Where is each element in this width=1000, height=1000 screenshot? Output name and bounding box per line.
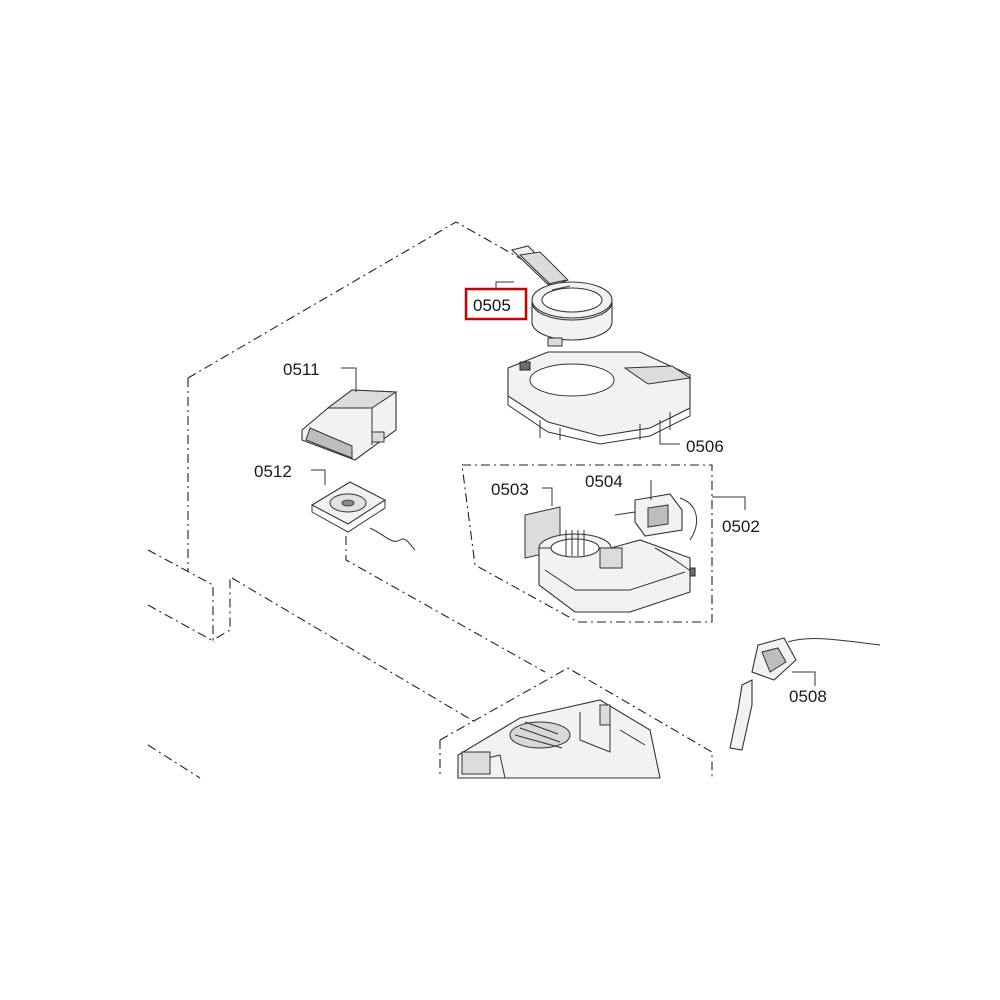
callout-0503[interactable]: 0503 [491,480,529,499]
leader-lines [311,281,816,686]
part-0512-fan[interactable] [310,481,416,551]
callout-0502[interactable]: 0502 [722,517,760,536]
callout-0504[interactable]: 0504 [585,472,623,491]
part-0506-housing[interactable] [507,351,692,445]
callout-0512[interactable]: 0512 [254,462,292,481]
callout-0508[interactable]: 0508 [789,687,827,706]
callout-0505[interactable]: 0505 [473,296,511,315]
highlight-box-0505 [464,287,528,321]
part-0511-cover[interactable] [301,389,398,461]
part-0504-sensor[interactable] [614,493,698,541]
callout-0511[interactable]: 0511 [283,360,320,379]
callout-labels: 0505 0506 0511 0512 0503 0504 0502 0508 [254,287,827,706]
part-0508-switch[interactable] [729,637,881,751]
callout-0506[interactable]: 0506 [686,437,724,456]
part-0502-blower-assembly[interactable] [538,530,696,613]
part-0505-ring-bracket[interactable] [510,245,613,347]
bottom-housing [457,699,661,779]
assembly-outline [147,221,713,779]
